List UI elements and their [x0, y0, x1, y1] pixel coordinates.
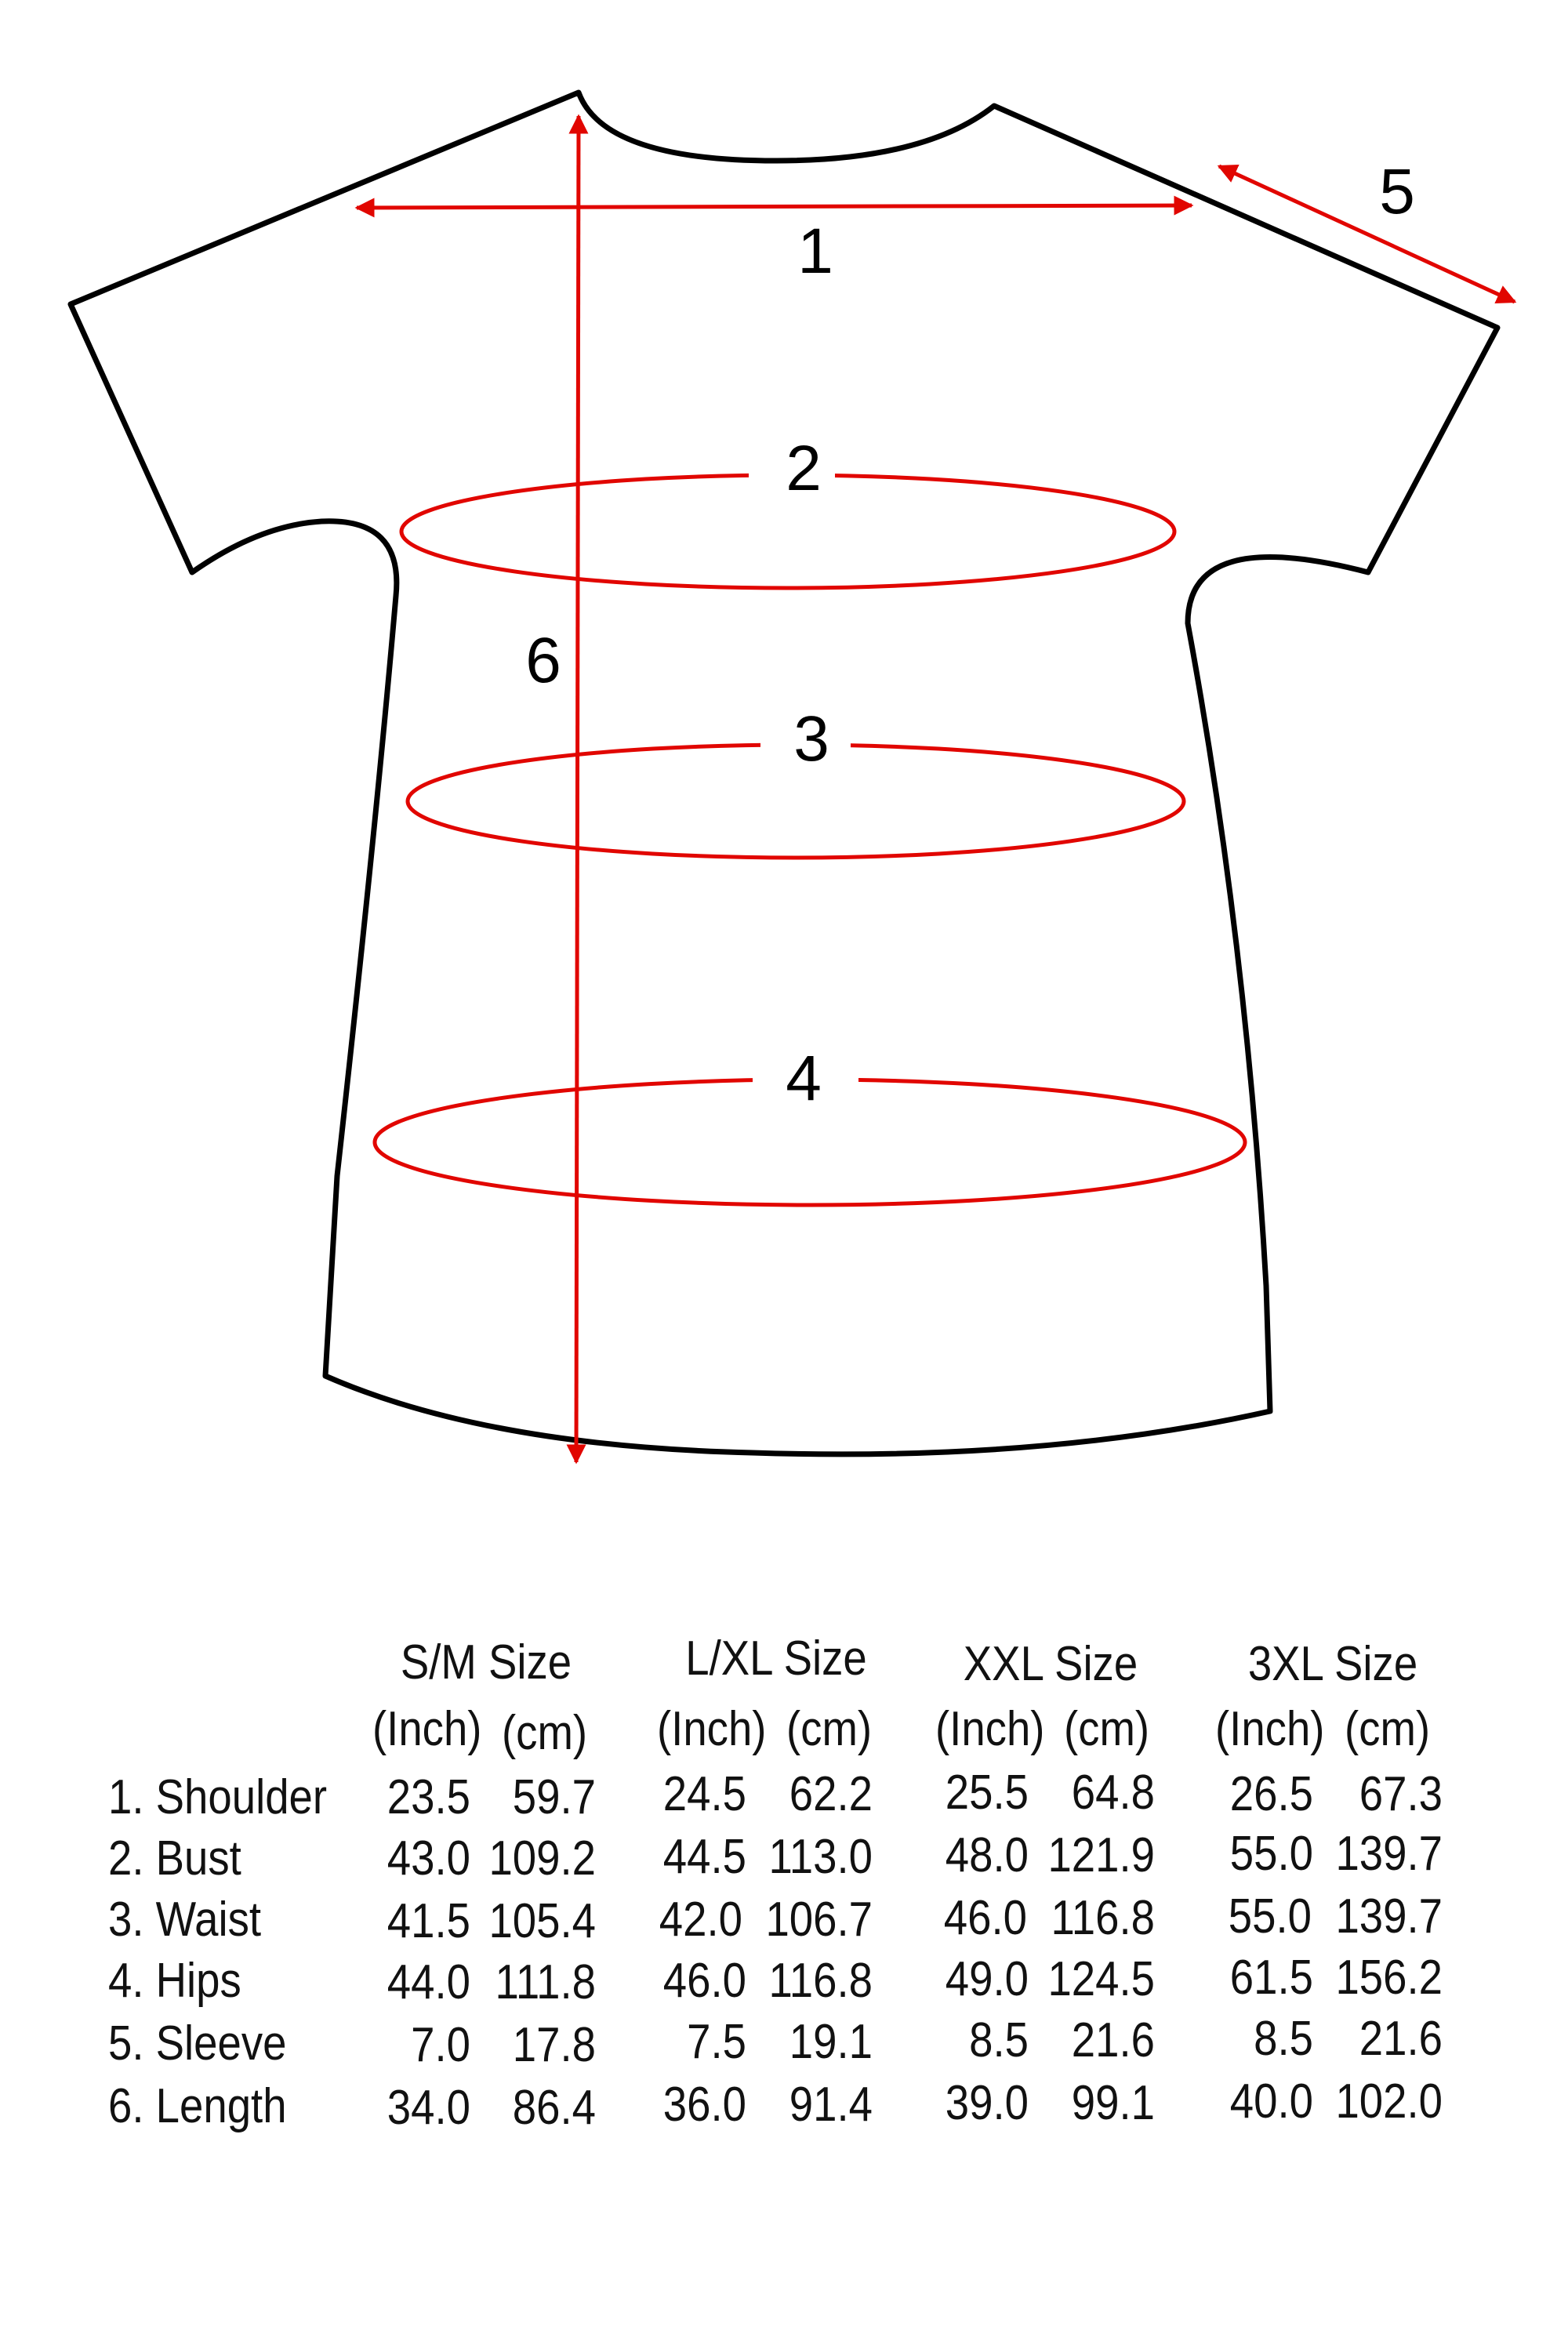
unit-inch-3xl: (Inch)	[1215, 1702, 1325, 1756]
shoulder-sm-inch: 23.5	[387, 1770, 470, 1824]
row-label-shoulder: 1. Shoulder	[108, 1770, 328, 1824]
sleeve-arrow	[1217, 164, 1517, 304]
bust-lxl-cm: 113.0	[768, 1830, 873, 1884]
waist-xxl-inch: 46.0	[943, 1891, 1027, 1945]
hips-sm-inch: 44.0	[387, 1955, 470, 2009]
waist-3xl-cm: 139.7	[1335, 1889, 1443, 1944]
hips-xxl-cm: 124.5	[1047, 1952, 1155, 2006]
shoulder-3xl-cm: 67.3	[1359, 1767, 1443, 1821]
length-arrow	[566, 114, 589, 1465]
bust-marker: 2	[786, 433, 822, 504]
hips-3xl-cm: 156.2	[1335, 1951, 1443, 2005]
sleeve-xxl-inch: 8.5	[969, 2013, 1029, 2067]
unit-inch-sm: (Inch)	[372, 1702, 482, 1756]
sleeve-sm-inch: 7.0	[411, 2018, 470, 2072]
bust-3xl-inch: 55.0	[1229, 1827, 1313, 1881]
bust-xxl-inch: 48.0	[945, 1828, 1029, 1882]
length-3xl-cm: 102.0	[1335, 2074, 1443, 2129]
shoulder-lxl-cm: 62.2	[789, 1767, 873, 1821]
length-lxl-inch: 36.0	[662, 2078, 746, 2132]
hips-lxl-cm: 116.8	[768, 1954, 873, 2008]
hips-marker: 4	[786, 1043, 822, 1114]
size-header-3xl: 3XL Size	[1247, 1637, 1418, 1691]
sleeve-lxl-inch: 7.5	[687, 2015, 746, 2069]
hips-sm-cm: 111.8	[495, 1955, 596, 2009]
size-table: S/M Size L/XL Size XXL Size 3XL Size (In…	[0, 1599, 1568, 2148]
waist-loop: 3	[405, 703, 1186, 860]
bust-3xl-cm: 139.7	[1335, 1827, 1443, 1881]
row-label-waist: 3. Waist	[108, 1893, 262, 1947]
unit-cm-sm: (cm)	[502, 1706, 588, 1760]
row-label-bust: 2. Bust	[108, 1831, 241, 1886]
unit-cm-lxl: (cm)	[786, 1702, 873, 1756]
length-xxl-cm: 99.1	[1071, 2076, 1155, 2130]
unit-cm-xxl: (cm)	[1064, 1702, 1150, 1756]
length-sm-cm: 86.4	[512, 2081, 596, 2135]
length-sm-inch: 34.0	[387, 2081, 470, 2135]
length-lxl-cm: 91.4	[789, 2078, 873, 2132]
hips-3xl-inch: 61.5	[1229, 1951, 1313, 2005]
size-header-lxl: L/XL Size	[685, 1632, 867, 1686]
waist-xxl-cm: 116.8	[1051, 1891, 1155, 1945]
sleeve-marker: 5	[1379, 156, 1415, 227]
tshirt-outline	[67, 89, 1501, 1457]
length-3xl-inch: 40.0	[1229, 2074, 1313, 2129]
tshirt-measurement-diagram: 1 5 6 2 3 4	[67, 89, 1517, 1465]
unit-cm-3xl: (cm)	[1345, 1702, 1431, 1756]
unit-inch-lxl: (Inch)	[657, 1702, 767, 1756]
bust-sm-cm: 109.2	[488, 1831, 596, 1886]
bust-xxl-cm: 121.9	[1047, 1828, 1155, 1882]
hips-lxl-inch: 46.0	[662, 1954, 746, 2008]
shoulder-xxl-cm: 64.8	[1071, 1766, 1155, 1820]
length-marker: 6	[525, 625, 561, 696]
bust-loop: 2	[399, 433, 1177, 590]
length-xxl-inch: 39.0	[945, 2076, 1029, 2130]
unit-inch-xxl: (Inch)	[935, 1702, 1045, 1756]
bust-sm-inch: 43.0	[387, 1831, 470, 1886]
bust-lxl-inch: 44.5	[662, 1830, 746, 1884]
waist-sm-cm: 105.4	[488, 1894, 596, 1948]
sleeve-sm-cm: 17.8	[512, 2018, 596, 2072]
row-label-hips: 4. Hips	[108, 1954, 241, 2008]
hips-xxl-inch: 49.0	[945, 1952, 1029, 2006]
waist-marker: 3	[793, 703, 829, 775]
waist-lxl-inch: 42.0	[659, 1893, 742, 1947]
sleeve-3xl-cm: 21.6	[1359, 2012, 1443, 2066]
waist-3xl-inch: 55.0	[1228, 1889, 1312, 1944]
size-header-sm: S/M Size	[400, 1635, 572, 1690]
shoulder-sm-cm: 59.7	[512, 1770, 596, 1824]
sleeve-xxl-cm: 21.6	[1071, 2013, 1155, 2067]
row-label-length: 6. Length	[108, 2079, 287, 2133]
hips-loop: 4	[372, 1043, 1247, 1207]
waist-lxl-cm: 106.7	[765, 1893, 873, 1947]
row-label-sleeve: 5. Sleeve	[108, 2016, 287, 2071]
shoulder-arrow	[354, 195, 1194, 218]
sleeve-lxl-cm: 19.1	[789, 2015, 873, 2069]
waist-sm-inch: 41.5	[387, 1894, 470, 1948]
shoulder-lxl-inch: 24.5	[662, 1767, 746, 1821]
sleeve-3xl-inch: 8.5	[1254, 2012, 1313, 2066]
size-header-xxl: XXL Size	[963, 1637, 1138, 1691]
shoulder-xxl-inch: 25.5	[945, 1766, 1029, 1820]
shoulder-marker: 1	[797, 216, 833, 287]
shoulder-3xl-inch: 26.5	[1229, 1767, 1313, 1821]
